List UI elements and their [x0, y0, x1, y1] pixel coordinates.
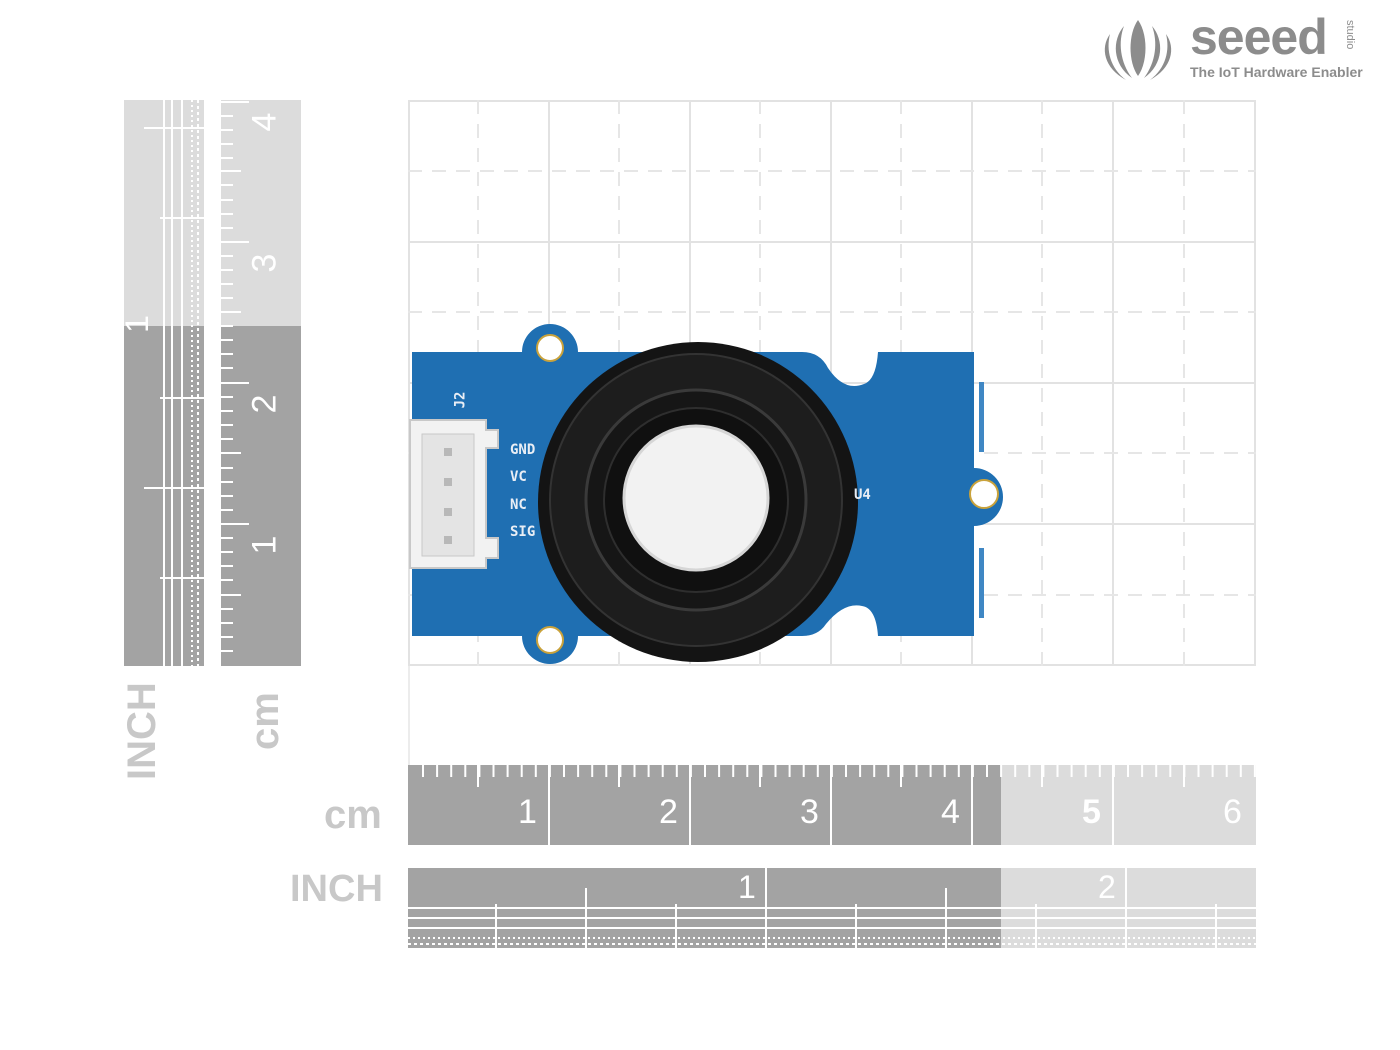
horizontal-cm-label: cm	[324, 793, 382, 837]
component-ref-label: U4	[854, 487, 871, 503]
grid-extension-line	[408, 666, 410, 766]
seeed-leaf-icon	[1104, 20, 1172, 80]
logo-brand: seeed	[1190, 9, 1328, 65]
vertical-inch-ruler: 1	[118, 100, 204, 666]
grove-connector	[409, 419, 499, 569]
horizontal-inch-ticks	[408, 868, 1256, 948]
vertical-inch-number-1: 1	[118, 315, 155, 333]
horizontal-inch-number-2: 2	[1098, 869, 1116, 905]
vertical-cm-number-2: 2	[245, 394, 284, 414]
pin-label-gnd: GND	[510, 442, 536, 458]
pin-label-sig: SIG	[510, 524, 536, 540]
horizontal-inch-number-1: 1	[738, 869, 756, 905]
horizontal-cm-number-3: 3	[800, 793, 819, 831]
vertical-cm-number-4: 4	[245, 112, 284, 132]
inch-ruler-ticks	[144, 100, 204, 666]
vertical-inch-label: INCH	[120, 682, 164, 780]
sensor-filter	[624, 426, 768, 570]
vertical-cm-number-1: 1	[245, 535, 284, 555]
pin-label-nc: NC	[510, 497, 527, 513]
horizontal-inch-label: INCH	[290, 868, 383, 910]
horizontal-inch-ruler: 1 2	[408, 868, 1256, 948]
horizontal-cm-ticks	[422, 765, 1256, 845]
vertical-cm-number-3: 3	[245, 253, 284, 273]
gas-sensor	[538, 342, 858, 662]
connector-ref-label: J2	[452, 391, 469, 409]
horizontal-cm-number-1: 1	[518, 793, 537, 831]
logo-tagline: The IoT Hardware Enabler	[1190, 64, 1363, 80]
pin-label-vcc: VC	[510, 469, 527, 485]
horizontal-cm-number-4: 4	[941, 793, 960, 831]
horizontal-cm-number-2: 2	[659, 793, 678, 831]
vertical-cm-ruler: 1 2 3 4	[221, 100, 301, 666]
horizontal-cm-number-5: 5	[1082, 793, 1101, 831]
cm-ruler-ticks	[221, 101, 249, 652]
logo-studio: studio	[1344, 20, 1356, 50]
vertical-cm-label: cm	[243, 692, 287, 750]
mounting-holes	[530, 328, 999, 660]
seeed-logo: seeed studio The IoT Hardware Enabler	[1098, 9, 1383, 84]
sensor-board	[409, 324, 1003, 664]
horizontal-cm-ruler: 1 2 3 4 5 6	[408, 765, 1256, 845]
horizontal-cm-number-6: 6	[1223, 793, 1242, 831]
